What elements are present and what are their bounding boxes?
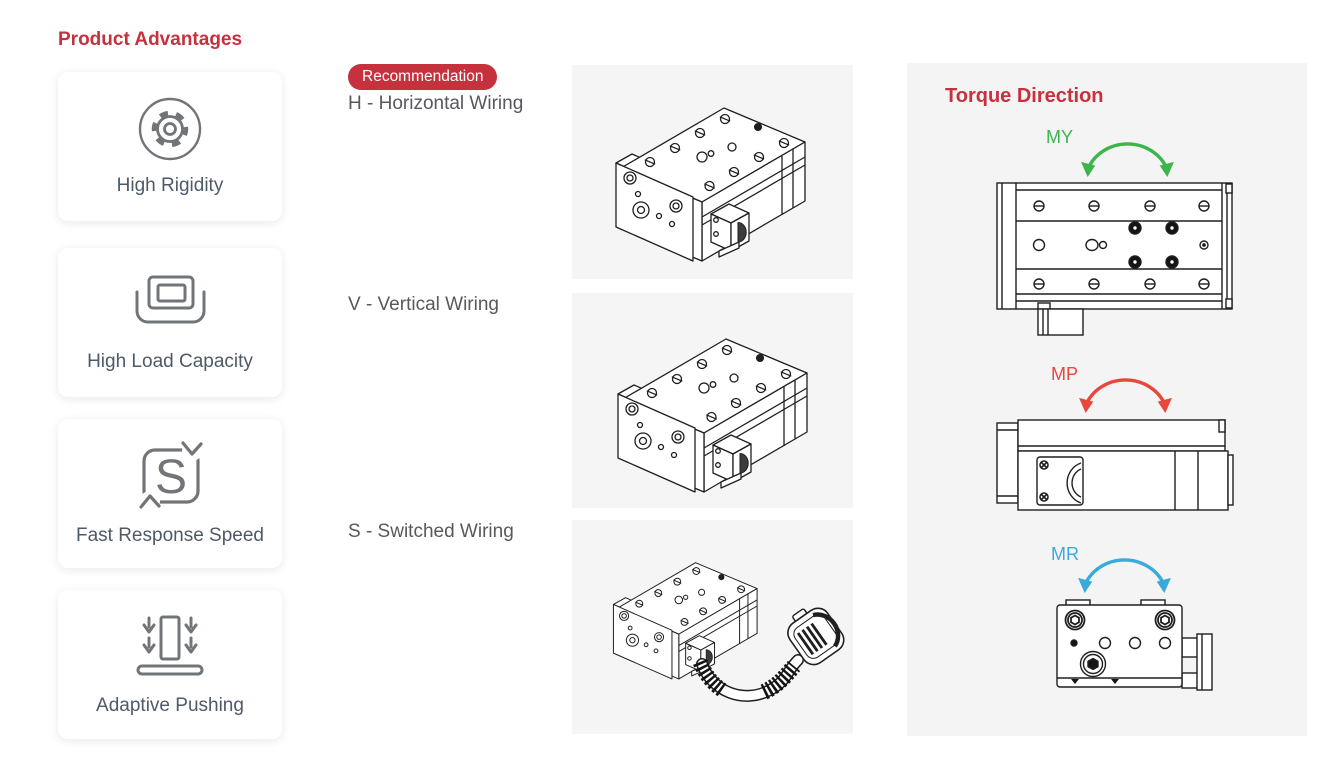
actuator-top-view-drawing (996, 182, 1233, 336)
my-rotation-arrow-icon (1081, 142, 1174, 178)
wiring-image-vertical (572, 293, 853, 508)
mp-rotation-arrow-icon (1079, 378, 1172, 414)
cable-plug (787, 607, 845, 666)
product-advantages-title: Product Advantages (58, 29, 243, 50)
advantage-card-high-rigidity: High Rigidity (58, 72, 282, 221)
actuator-cable-plug-drawing (612, 562, 845, 702)
torque-axis-label-mr: MR (1051, 544, 1079, 564)
recommendation-badge: Recommendation (348, 64, 498, 90)
wiring-image-horizontal (572, 65, 853, 279)
torque-direction-panel: Torque Direction MY (907, 63, 1307, 736)
advantage-label: Fast Response Speed (75, 525, 264, 546)
actuator-isometric-drawing (617, 338, 808, 493)
wiring-image-switched (572, 520, 853, 734)
actuator-side-view-drawing (996, 419, 1234, 511)
wiring-option-label-h: H - Horizontal Wiring (348, 93, 524, 114)
wiring-option-label-v: V - Vertical Wiring (348, 294, 499, 315)
torque-axis-label-my: MY (1046, 127, 1073, 147)
advantage-card-high-load-capacity: High Load Capacity (58, 248, 282, 397)
push-down-icon (136, 615, 204, 676)
load-cradle-icon (135, 275, 206, 324)
wiring-option-label-s: S - Switched Wiring (348, 521, 514, 542)
gear-circle-icon (138, 97, 202, 161)
s-refresh-icon: S (139, 441, 203, 511)
actuator-isometric-drawing (615, 107, 806, 262)
torque-direction-title: Torque Direction (945, 85, 1104, 107)
mr-rotation-arrow-icon (1078, 558, 1171, 594)
s-letter: S (155, 451, 187, 504)
advantage-label: High Rigidity (116, 175, 224, 196)
advantage-label: High Load Capacity (87, 351, 253, 372)
torque-axis-label-mp: MP (1051, 364, 1078, 384)
actuator-end-view-drawing (1056, 599, 1213, 691)
advantage-label: Adaptive Pushing (96, 695, 244, 716)
advantage-card-adaptive-pushing: Adaptive Pushing (58, 590, 282, 739)
advantage-card-fast-response-speed: S Fast Response Speed (58, 419, 282, 568)
